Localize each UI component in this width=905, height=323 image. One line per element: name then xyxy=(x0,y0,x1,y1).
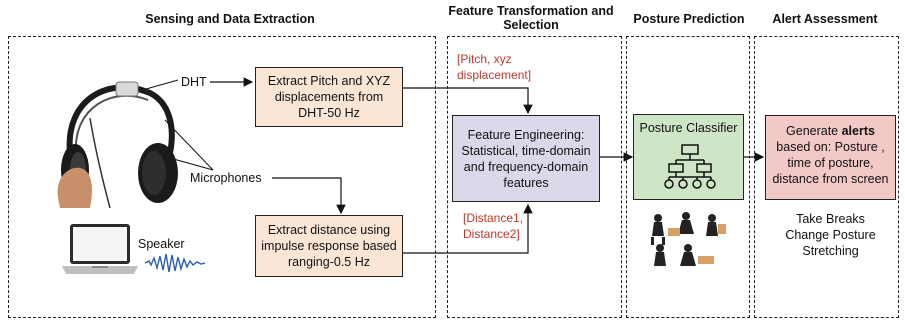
posture-panel xyxy=(626,36,750,318)
action-change-posture: Change Posture xyxy=(785,228,876,242)
feature-panel xyxy=(447,36,622,318)
alert-prefix: Generate xyxy=(786,124,842,138)
sound-wave-icon xyxy=(145,253,205,273)
stage-title-posture: Posture Prediction xyxy=(633,12,745,26)
hierarchy-icon xyxy=(664,144,716,189)
sensing-panel xyxy=(8,36,436,318)
laptop-icon xyxy=(62,224,138,274)
stage-title-alert: Alert Assessment xyxy=(772,12,878,26)
arrow-mic-to-distance xyxy=(272,177,346,215)
alert-rest: based on: Posture , time of posture, dis… xyxy=(772,140,889,186)
stage-title-sensing: Sensing and Data Extraction xyxy=(145,12,315,26)
feature-engineering-box: Feature Engineering: Statistical, time-d… xyxy=(452,115,600,202)
action-stretching: Stretching xyxy=(802,244,859,258)
action-take-breaks: Take Breaks xyxy=(796,212,865,226)
label-pitch-xyz: [Pitch, xyz displacement] xyxy=(457,52,532,82)
label-microphones: Microphones xyxy=(190,171,262,185)
headphones-icon xyxy=(57,81,178,208)
alert-box: Generate alerts based on: Posture , time… xyxy=(765,115,896,200)
label-dht: DHT xyxy=(181,75,207,89)
pointer-mic-2 xyxy=(169,157,214,171)
label-distance: [Distance1, Distance2] xyxy=(463,211,524,241)
posture-classifier-label: Posture Classifier xyxy=(639,121,738,135)
alert-panel xyxy=(754,36,899,318)
label-speaker: Speaker xyxy=(138,237,185,251)
posture-classifier-box: Posture Classifier xyxy=(633,114,744,200)
stage-title-feature: Feature Transformation and Selection xyxy=(448,4,614,32)
arrow-distance-to-feature xyxy=(403,203,533,254)
extract-pitch-box: Extract Pitch and XYZ displacements from… xyxy=(255,67,403,127)
posture-illustrations-icon xyxy=(651,212,726,266)
alert-bold: alerts xyxy=(841,124,875,138)
extract-distance-box: Extract distance using impulse response … xyxy=(255,215,403,277)
arrow-pitch-to-feature xyxy=(403,87,533,115)
